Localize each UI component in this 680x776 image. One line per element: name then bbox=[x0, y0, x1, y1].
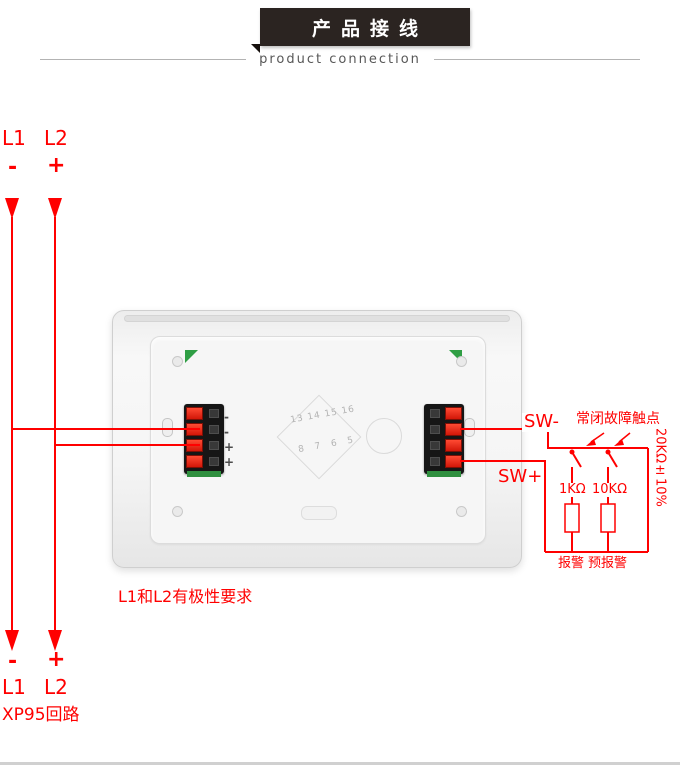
keyhole-slot bbox=[162, 418, 173, 437]
flow-arrows bbox=[5, 198, 62, 651]
terminal-red bbox=[186, 423, 203, 436]
screw-hole bbox=[456, 506, 467, 517]
circle-emboss bbox=[366, 418, 402, 454]
banner-fold bbox=[251, 44, 260, 53]
section-subtitle-row: product connection bbox=[40, 52, 640, 67]
resistor-1k-symbol bbox=[564, 503, 580, 533]
label-sw-plus: SW+ bbox=[498, 466, 543, 487]
pcb-edge bbox=[427, 471, 461, 477]
switch-pivots bbox=[569, 449, 611, 455]
switch-blade bbox=[571, 451, 582, 468]
terminal-slot bbox=[430, 457, 440, 466]
label-sw-minus: SW- bbox=[522, 411, 561, 432]
label-l1-out: L1 bbox=[2, 675, 26, 699]
terminal-red bbox=[186, 455, 203, 468]
resistor-10k-symbol bbox=[600, 503, 616, 533]
switch-blade bbox=[607, 451, 618, 468]
terminal-slot bbox=[209, 409, 219, 418]
terminal-block-right bbox=[424, 404, 464, 477]
bottom-divider bbox=[0, 762, 680, 765]
label-loop-name: XP95回路 bbox=[2, 705, 80, 725]
fault-contact-arrows bbox=[586, 432, 631, 446]
terminal-slot bbox=[209, 457, 219, 466]
terminal-mark: + bbox=[224, 455, 235, 469]
pcb-edge bbox=[187, 471, 221, 477]
terminal-red bbox=[186, 407, 203, 420]
polarity-minus-in: - bbox=[8, 155, 18, 180]
label-resistor-1k: 1KΩ bbox=[557, 482, 588, 497]
terminal-red bbox=[445, 439, 462, 452]
terminal-mark: - bbox=[224, 410, 229, 424]
pointer-arrow-icon bbox=[618, 432, 631, 443]
label-l2-out: L2 bbox=[44, 675, 68, 699]
terminal-mark: - bbox=[224, 425, 229, 439]
pointer-arrow-icon bbox=[614, 439, 624, 446]
label-eol-resistance: 20KΩ±10% bbox=[652, 428, 668, 507]
terminal-slot bbox=[430, 441, 440, 450]
switch-pivot bbox=[605, 449, 611, 455]
label-prealarm: 预报警 bbox=[588, 556, 628, 571]
label-l1-in: L1 bbox=[2, 126, 26, 150]
green-arrow-marker bbox=[185, 350, 198, 363]
label-l2-in: L2 bbox=[44, 126, 68, 150]
section-banner: 产品接线 bbox=[260, 8, 470, 46]
screw-hole bbox=[172, 506, 183, 517]
note-polarity: L1和L2有极性要求 bbox=[118, 587, 253, 606]
screw-hole bbox=[172, 356, 183, 367]
terminal-red bbox=[445, 455, 462, 468]
keyhole-slot bbox=[464, 418, 475, 437]
arrow-down-icon bbox=[5, 198, 19, 219]
device-top-lip bbox=[124, 315, 510, 322]
terminal-mark: + bbox=[224, 440, 235, 454]
terminal-slot bbox=[430, 425, 440, 434]
terminal-block-left bbox=[184, 404, 224, 477]
device-rear-view: 13 14 15 16 8 7 6 5 - - + + bbox=[112, 310, 522, 568]
terminal-polarity-marks: - - + + bbox=[224, 410, 234, 470]
terminal-red bbox=[445, 423, 462, 436]
terminal-red bbox=[445, 407, 462, 420]
terminal-slot bbox=[209, 441, 219, 450]
bottom-slot bbox=[301, 506, 337, 520]
resistor-symbols bbox=[564, 503, 616, 533]
arrow-down-icon bbox=[5, 630, 19, 651]
label-resistor-10k: 10KΩ bbox=[590, 482, 630, 497]
pointer-arrow-icon bbox=[586, 439, 596, 446]
switch-pivot bbox=[569, 449, 575, 455]
pointer-arrow-icon bbox=[590, 432, 605, 443]
section-title: 产品接线 bbox=[311, 17, 428, 40]
arrow-down-icon bbox=[48, 198, 62, 219]
polarity-minus-out: - bbox=[8, 649, 18, 674]
screw-hole bbox=[456, 356, 467, 367]
section-subtitle: product connection bbox=[259, 52, 421, 67]
terminal-slot bbox=[430, 409, 440, 418]
terminal-red bbox=[186, 439, 203, 452]
polarity-plus-out: + bbox=[47, 647, 66, 672]
polarity-plus-in: + bbox=[47, 153, 66, 178]
terminal-slot bbox=[209, 425, 219, 434]
label-fault-contact: 常闭故障触点 bbox=[576, 411, 660, 427]
label-alarm: 报警 bbox=[558, 556, 585, 571]
